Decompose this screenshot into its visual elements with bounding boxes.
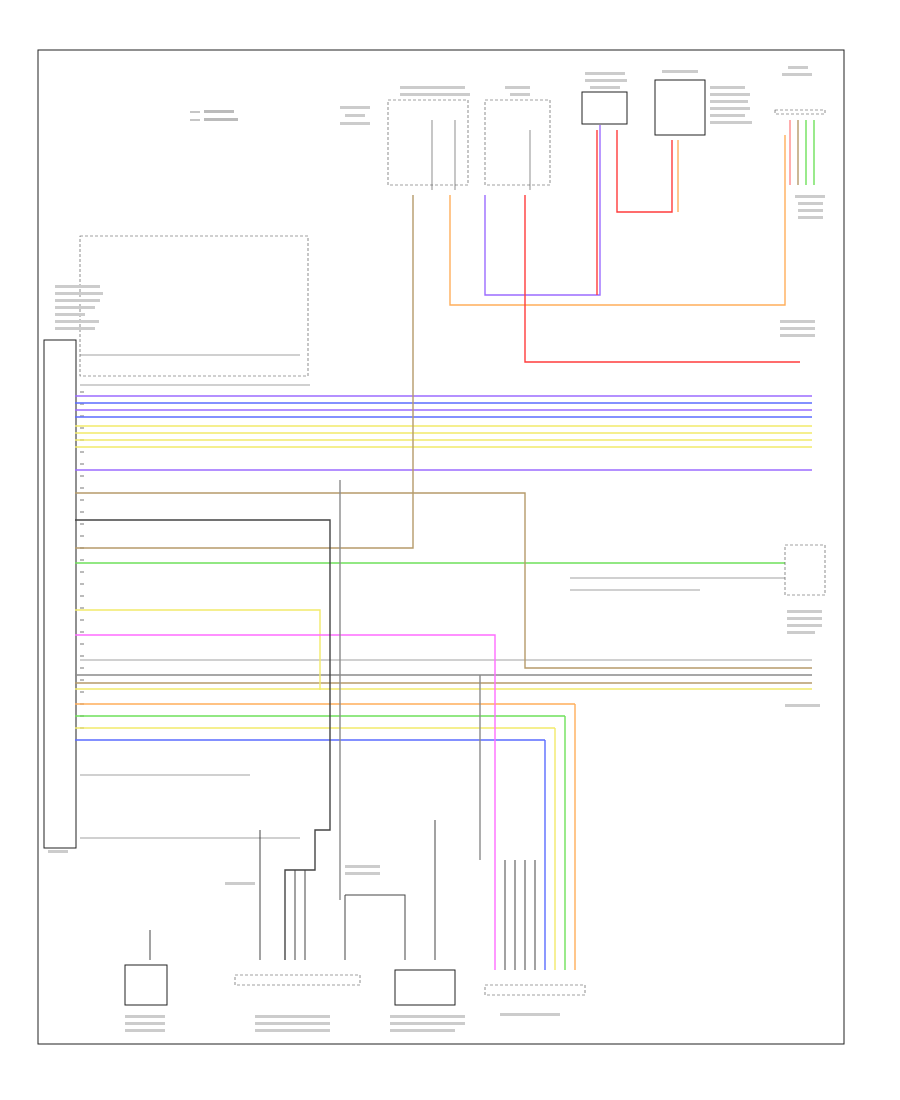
wire-brown-right [75,492,812,669]
pin-mark [80,463,84,465]
right-component [570,195,826,707]
pin-mark [80,487,84,489]
bottom-component-2 [225,882,361,1032]
top-component-4 [654,70,752,136]
pin-mark [80,607,84,609]
bottom-component-3 [345,865,465,1032]
pin-mark [80,451,84,453]
pin-mark [80,511,84,513]
bottom-component-1 [124,964,168,1032]
pin-labels [80,391,84,729]
wire-yellow-drop [75,609,321,690]
pin-mark [80,391,84,393]
pin-mark [80,619,84,621]
bottom-component-4 [484,984,586,1016]
top-component-5 [774,66,826,115]
pin-mark [80,427,84,429]
pin-mark [80,559,84,561]
diagram-frame [37,49,845,1045]
pin-mark [80,667,84,669]
pin-mark [80,691,84,693]
wire-red-top [524,195,800,363]
pin-mark [80,595,84,597]
pin-mark [80,403,84,405]
pin-mark [80,583,84,585]
bus-wires [75,395,812,741]
wire-brown-vertical [75,195,414,549]
wire-red-3 [616,130,673,213]
pin-mark [80,499,84,501]
pin-mark [80,475,84,477]
top-component-1 [340,86,470,190]
wire-orange-top [449,135,786,306]
pin-mark [80,655,84,657]
pin-mark [80,535,84,537]
wire-magenta-drop [75,634,496,970]
wire-violet-top [484,125,601,296]
top-component-3 [581,72,628,125]
legend [190,110,238,121]
wire-black-drop [75,519,331,960]
pin-mark [80,643,84,645]
pin-mark [80,571,84,573]
pin-mark [80,415,84,417]
feeder-wires [75,120,815,549]
pin-mark [80,679,84,681]
lower-wires [75,480,812,970]
left-module [43,235,812,853]
top-component-2 [484,86,551,190]
pin-mark [80,631,84,633]
pin-mark [80,523,84,525]
